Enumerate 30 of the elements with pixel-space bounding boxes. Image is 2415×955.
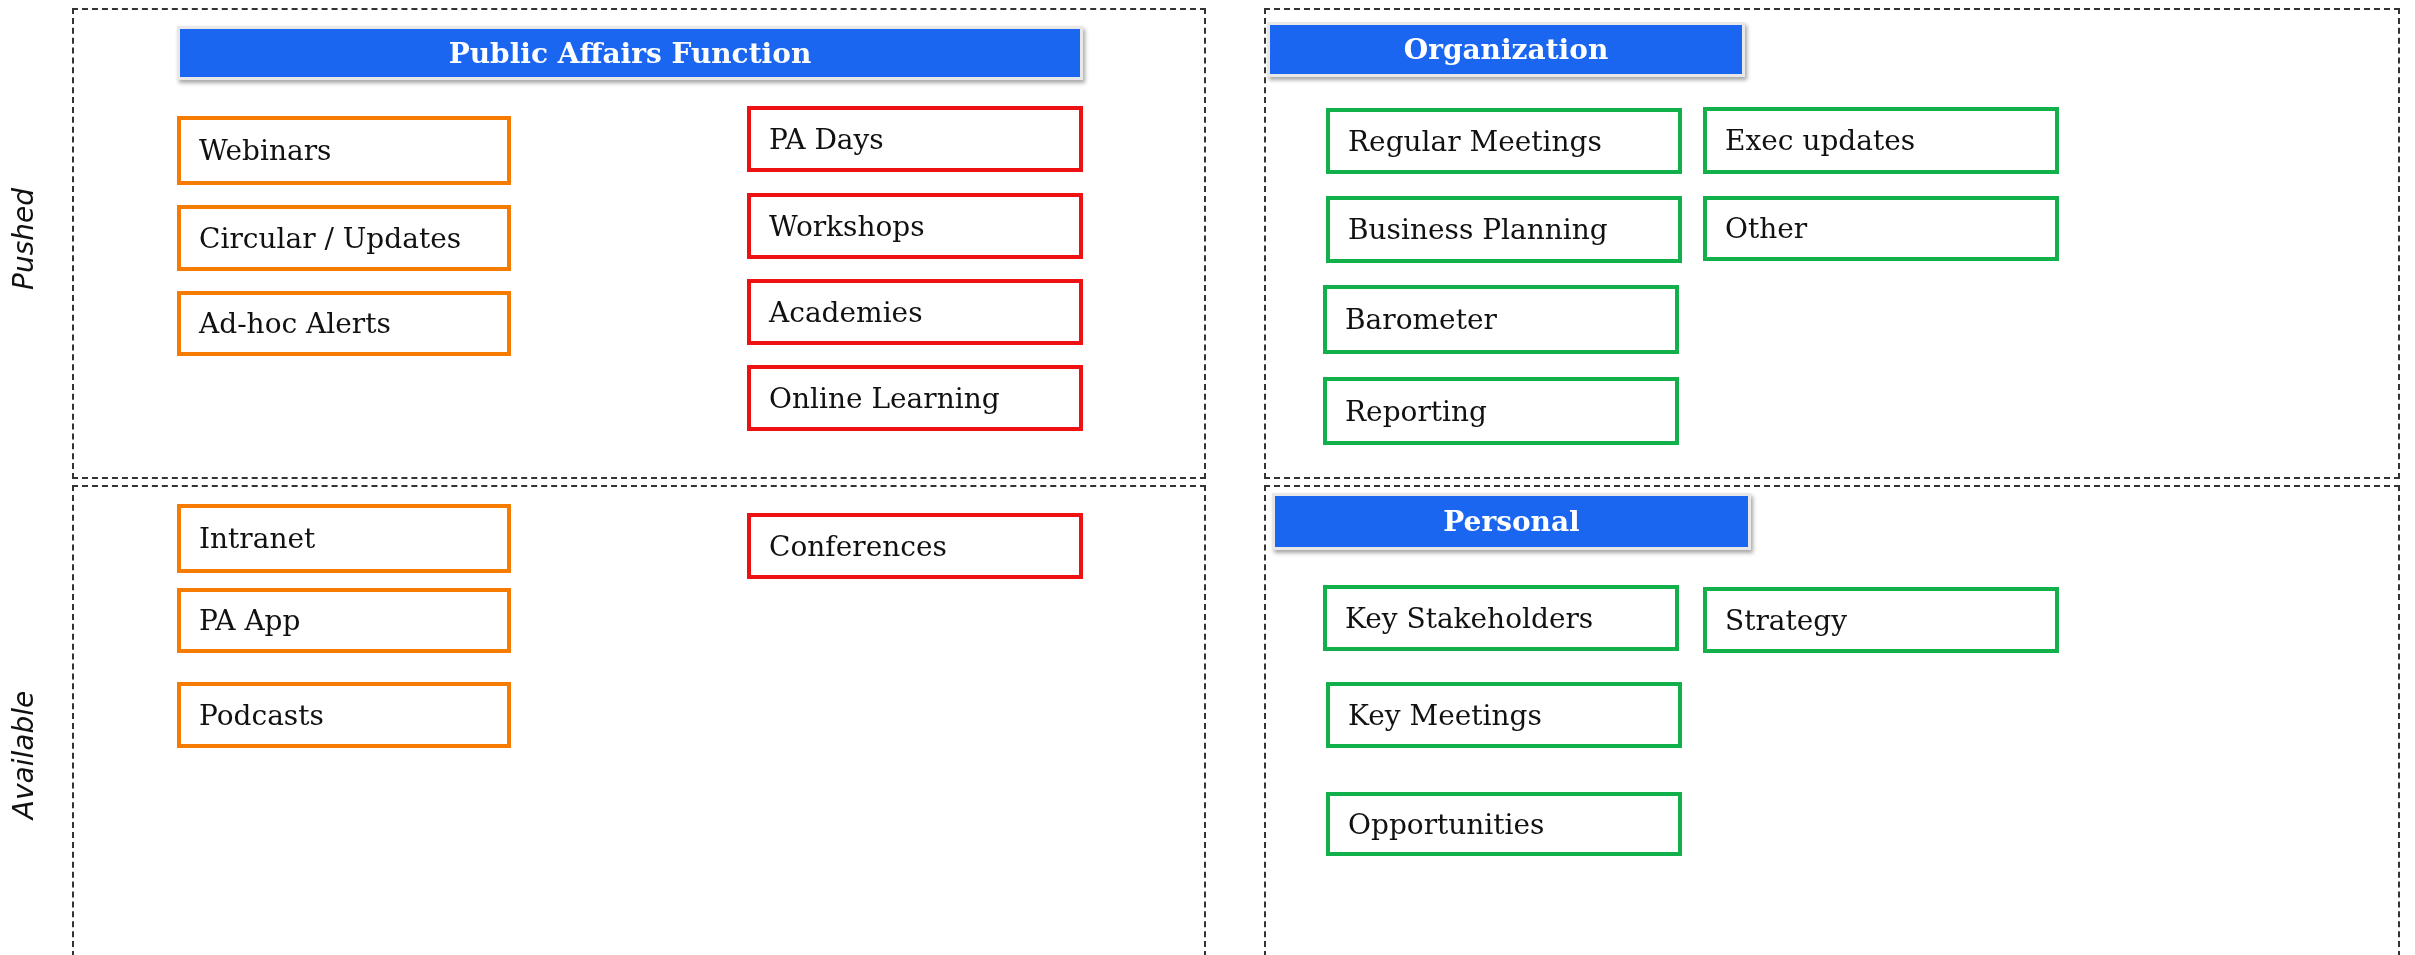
dashed-panel	[1264, 8, 2400, 479]
item-box: Key Meetings	[1326, 682, 1682, 748]
item-box: Regular Meetings	[1326, 108, 1682, 174]
dashed-panel	[72, 485, 1206, 955]
item-box: Opportunities	[1326, 792, 1682, 856]
header-bar: Organization	[1267, 22, 1745, 77]
header-bar: Public Affairs Function	[177, 26, 1083, 80]
item-box: Ad-hoc Alerts	[177, 291, 511, 356]
item-box: Conferences	[747, 513, 1083, 579]
header-bar: Personal	[1272, 493, 1751, 550]
item-box: Business Planning	[1326, 196, 1682, 263]
item-box: Workshops	[747, 193, 1083, 259]
dashed-panel	[1264, 485, 2400, 955]
item-box: PA App	[177, 588, 511, 653]
item-box: Webinars	[177, 116, 511, 185]
item-box: PA Days	[747, 106, 1083, 172]
item-box: Exec updates	[1703, 107, 2059, 174]
item-box: Reporting	[1323, 377, 1679, 445]
item-box: Intranet	[177, 504, 511, 573]
item-box: Other	[1703, 196, 2059, 261]
item-box: Online Learning	[747, 365, 1083, 431]
row-label: Pushed	[6, 188, 40, 290]
dashed-panel	[72, 8, 1206, 479]
item-box: Barometer	[1323, 285, 1679, 354]
item-box: Podcasts	[177, 682, 511, 748]
item-box: Strategy	[1703, 587, 2059, 653]
item-box: Academies	[747, 279, 1083, 345]
item-box: Circular / Updates	[177, 205, 511, 271]
row-label: Available	[6, 690, 40, 820]
item-box: Key Stakeholders	[1323, 585, 1679, 651]
